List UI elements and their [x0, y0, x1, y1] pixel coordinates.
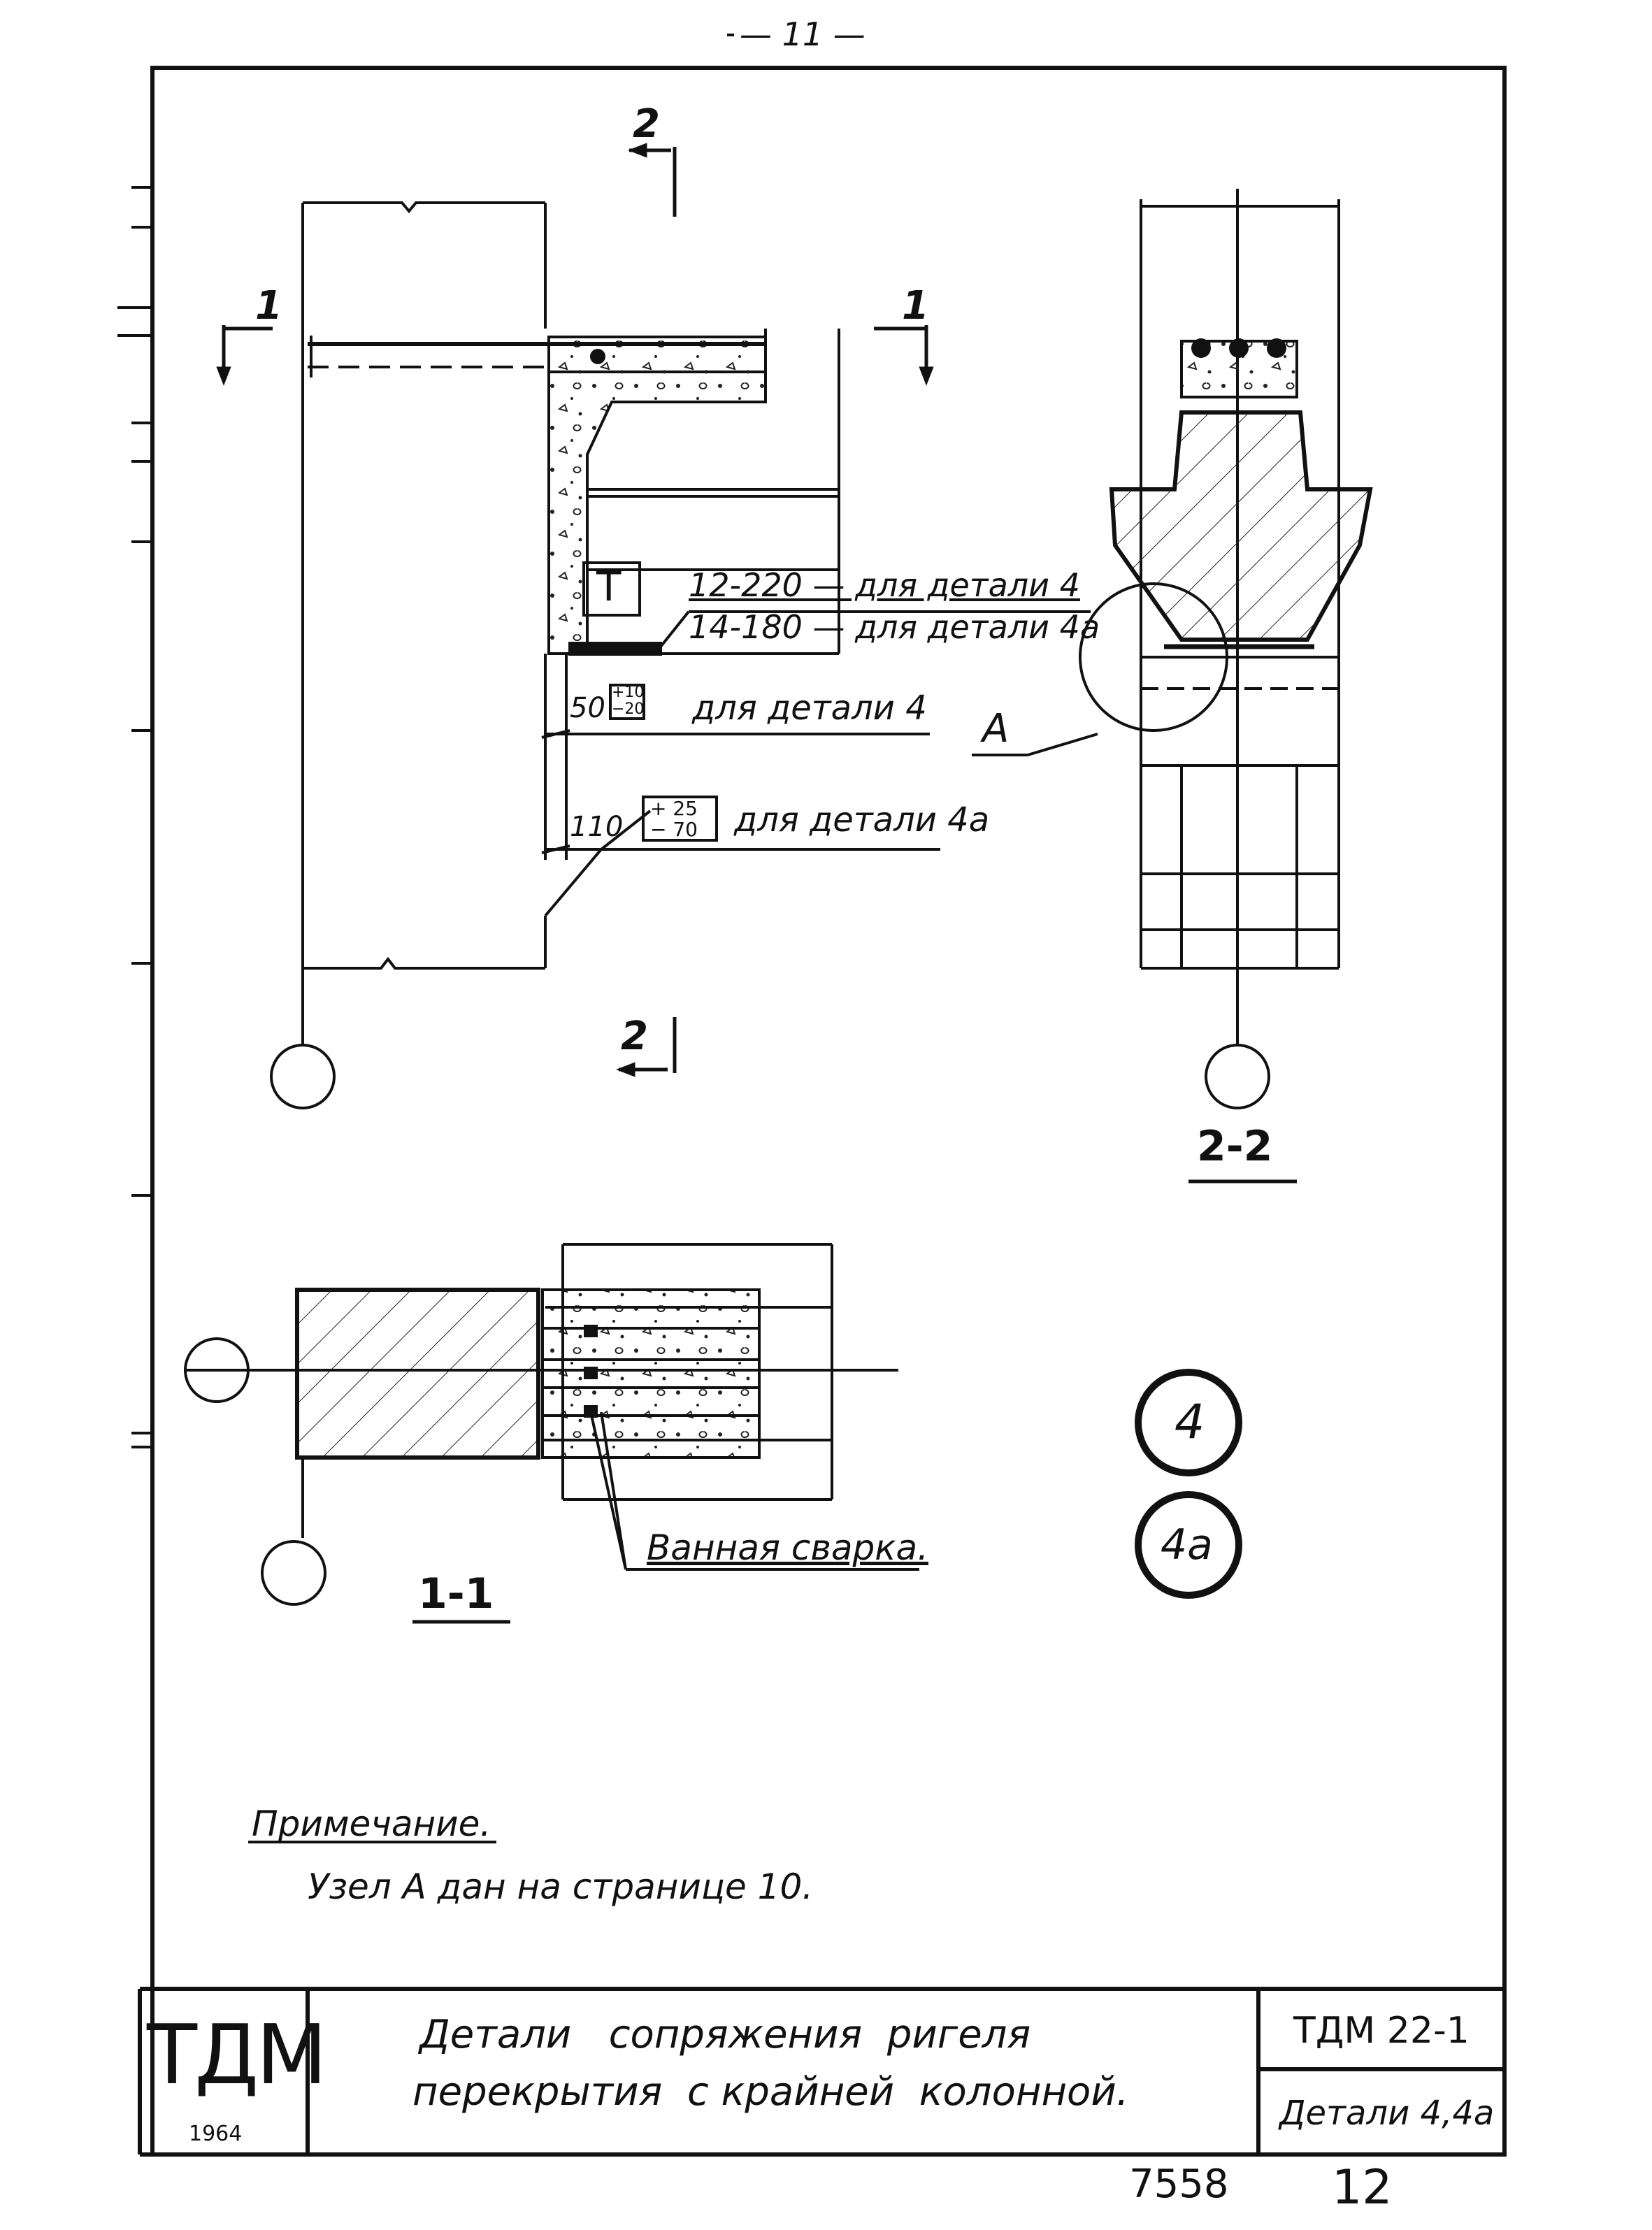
elevation-view	[301, 201, 1091, 1045]
section-mark-2-top: 2	[633, 101, 660, 147]
title-block	[138, 1987, 1504, 2157]
section-1-1-view	[185, 1243, 919, 1571]
t-symbol: Т	[596, 563, 622, 610]
sheet-number: 12	[1332, 2160, 1393, 2215]
tolerance-plus-detail-4: +10	[612, 684, 645, 701]
section-cut-marks	[216, 143, 934, 1077]
detail-marker-4-label: 4	[1175, 1395, 1205, 1450]
section-1-1-caption: 1-1	[418, 1569, 494, 1618]
detail-marker-4a	[1135, 1491, 1242, 1599]
tolerance-plus-detail-4a: + 25	[650, 797, 698, 820]
axis-bubble-elevation	[270, 1044, 336, 1109]
title-line-1: Детали сопряжения ригеля	[419, 2012, 1031, 2057]
axis-bubble-section-1-1-h	[184, 1337, 250, 1403]
dim-110: 110	[570, 811, 624, 843]
section-mark-1-left: 1	[255, 283, 282, 329]
title-year: 1964	[189, 2122, 243, 2146]
sheet-name: Детали 4,4а	[1279, 2094, 1495, 2133]
label-for-detail-4a: для детали 4а	[734, 800, 990, 840]
axis-bubble-section-1-1-v	[261, 1540, 326, 1606]
tolerance-minus-detail-4: −20	[612, 700, 645, 718]
rebar-dots-2-2	[1191, 338, 1286, 358]
note-text: Узел А дан на странице 10.	[308, 1866, 814, 1907]
title-logo: ТДМ	[147, 2006, 327, 2103]
margin-ticks	[117, 186, 152, 1448]
label-for-detail-4: для детали 4	[692, 689, 927, 728]
rebar-note-detail-4: 12-220 — для детали 4	[689, 566, 1080, 604]
tolerance-minus-detail-4a: − 70	[650, 818, 698, 841]
axis-bubble-section-2-2	[1205, 1044, 1270, 1109]
note-heading: Примечание.	[252, 1804, 491, 1844]
weld-label: Ванная сварка.	[647, 1527, 929, 1568]
section-mark-1-right: 1	[902, 283, 929, 329]
detail-marker-4a-label: 4а	[1161, 1520, 1213, 1569]
dim-50: 50	[570, 692, 605, 724]
archive-number: 7558	[1129, 2161, 1229, 2207]
node-a-label: А	[982, 706, 1010, 751]
detail-marker-4	[1135, 1369, 1242, 1476]
title-line-2: перекрытия с крайней колонной.	[412, 2069, 1129, 2115]
section-mark-2-bottom: 2	[621, 1014, 648, 1059]
rebar-note-detail-4a: 14-180 — для детали 4а	[689, 608, 1100, 646]
weld-marks-1-1	[584, 1325, 598, 1418]
doc-code: ТДМ 22-1	[1293, 2010, 1470, 2052]
section-2-2-caption: 2-2	[1197, 1122, 1273, 1171]
page-number-top: — 11 —	[734, 15, 871, 53]
